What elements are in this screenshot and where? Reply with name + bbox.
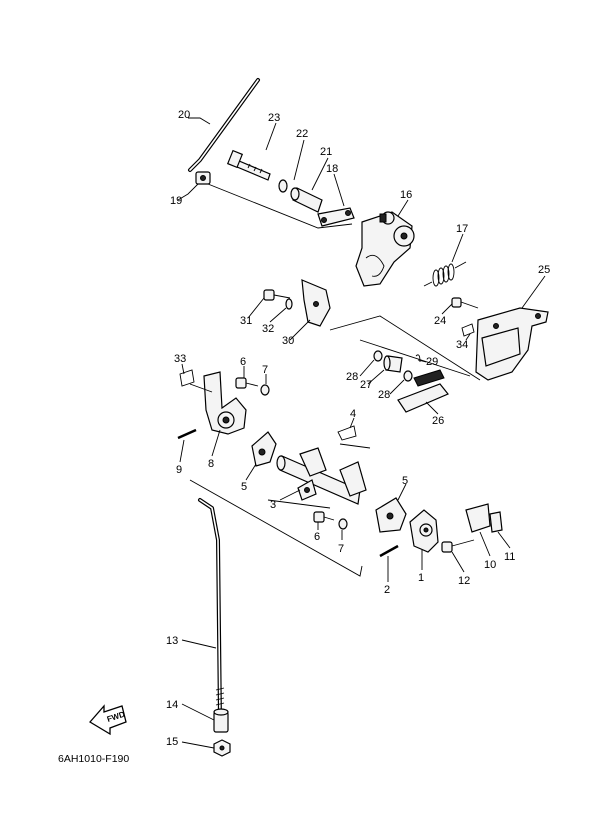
part-3-shaft <box>276 447 367 505</box>
part-26-slider <box>397 369 449 413</box>
callout-5-right: 5 <box>402 475 408 487</box>
callout-23: 23 <box>268 112 280 124</box>
part-4-pin <box>337 425 357 441</box>
callout-12: 12 <box>458 575 470 587</box>
callout-32: 32 <box>262 323 274 335</box>
diagram-code: 6AH1010-F190 <box>58 753 129 765</box>
callout-24: 24 <box>434 315 446 327</box>
part-15-nut <box>213 739 231 757</box>
callout-13: 13 <box>166 635 178 647</box>
part-14-sleeve <box>213 708 229 733</box>
part-27-collar <box>383 355 403 373</box>
callout-1: 1 <box>418 572 424 584</box>
part-22-washer <box>278 179 288 193</box>
leader-lines <box>177 117 546 749</box>
fwd-arrow-icon: FWD <box>88 704 127 736</box>
callout-5-left: 5 <box>241 481 247 493</box>
part-23-bolt <box>226 149 271 181</box>
callout-25: 25 <box>538 264 550 276</box>
callout-26: 26 <box>432 415 444 427</box>
part-6-bolt-a <box>235 377 259 389</box>
callout-18: 18 <box>326 163 338 175</box>
callout-21: 21 <box>320 146 332 158</box>
callout-28-bottom: 28 <box>378 389 390 401</box>
part-5-cam-b <box>375 497 407 533</box>
callout-6-bottom: 6 <box>314 531 320 543</box>
part-32-washer <box>285 298 293 310</box>
callout-4: 4 <box>350 408 356 420</box>
callout-27: 27 <box>360 379 372 391</box>
part-18-link <box>317 207 355 227</box>
part-30-plate <box>301 279 331 327</box>
callout-7-top: 7 <box>262 364 268 376</box>
part-2-pin <box>379 544 399 558</box>
part-20-rod <box>188 78 260 172</box>
part-33-tab <box>179 369 195 387</box>
part-16-cam <box>355 211 415 287</box>
callout-9: 9 <box>176 464 182 476</box>
part-24-screw <box>451 297 479 309</box>
assembly-lines <box>189 183 481 577</box>
callout-33: 33 <box>174 353 186 365</box>
callout-19: 19 <box>170 195 182 207</box>
part-8-lever <box>203 371 247 435</box>
part-5-cam-a <box>251 431 277 467</box>
part-11-plate <box>489 511 503 533</box>
callout-16: 16 <box>400 189 412 201</box>
part-9-pin <box>177 428 197 440</box>
part-7-washer-b <box>338 518 348 530</box>
part-25-bracket <box>475 307 549 381</box>
part-7-washer-a <box>260 384 270 396</box>
part-19-joint <box>195 171 211 185</box>
part-28-washer-b <box>403 370 413 382</box>
callout-17: 17 <box>456 223 468 235</box>
callout-6-top: 6 <box>240 356 246 368</box>
callout-15: 15 <box>166 736 178 748</box>
part-31-bolt <box>263 289 291 301</box>
callout-3: 3 <box>270 499 276 511</box>
part-12-bolt <box>441 539 475 553</box>
part-28-washer-a <box>373 350 383 362</box>
callout-29: 29 <box>426 356 438 368</box>
callout-labels: 20 19 23 22 21 18 16 17 25 24 34 31 32 3… <box>166 109 550 748</box>
callout-8: 8 <box>208 458 214 470</box>
callout-22: 22 <box>296 128 308 140</box>
part-6-bolt-b <box>313 511 335 523</box>
callout-20: 20 <box>178 109 190 121</box>
part-21-collar <box>290 187 323 213</box>
callout-34: 34 <box>456 339 468 351</box>
part-10-plate <box>465 503 491 533</box>
part-17-spring <box>423 261 467 287</box>
callout-10: 10 <box>484 559 496 571</box>
part-13-rod <box>198 498 225 722</box>
callout-14: 14 <box>166 699 178 711</box>
callout-30: 30 <box>282 335 294 347</box>
callout-31: 31 <box>240 315 252 327</box>
part-1-lever <box>409 509 439 553</box>
callout-7-bottom: 7 <box>338 543 344 555</box>
part-34-clip <box>461 323 475 337</box>
callout-11: 11 <box>504 551 515 563</box>
callout-28-top: 28 <box>346 371 358 383</box>
callout-2: 2 <box>384 584 390 596</box>
